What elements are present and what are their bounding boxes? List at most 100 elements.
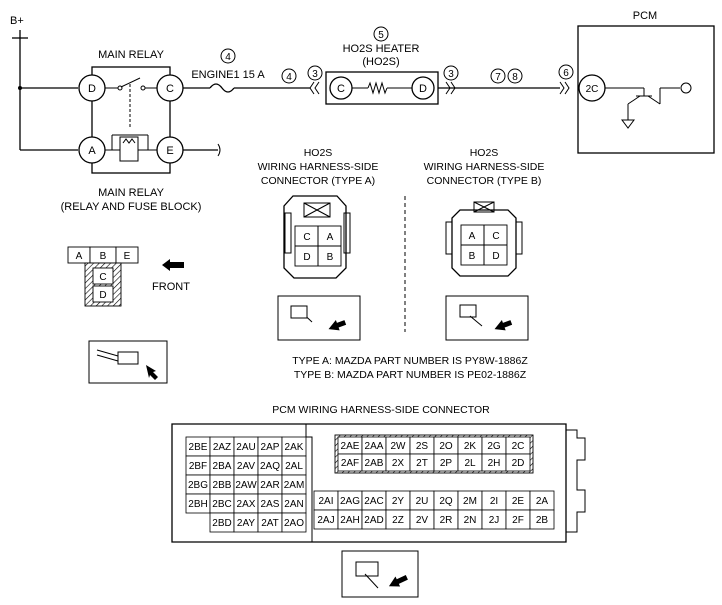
pcm-terminal-2c: 2C xyxy=(586,84,599,95)
main-relay-caption: MAIN RELAY xyxy=(98,187,164,199)
pcm-pin-label: 2BH xyxy=(188,499,207,510)
pcm-pin-label: 2Q xyxy=(439,496,453,507)
heater-callout-left: 3 xyxy=(312,69,318,80)
heater-callout: 5 xyxy=(378,30,384,41)
relay-plug-icon xyxy=(88,340,168,384)
type-b-line3: CONNECTOR (TYPE B) xyxy=(427,175,542,187)
type-a-line3: CONNECTOR (TYPE A) xyxy=(261,175,375,187)
pcm-pin-label: 2BB xyxy=(213,480,232,491)
pcm-pin-label: 2K xyxy=(464,441,477,452)
main-relay: MAIN RELAY D C A E xyxy=(78,49,184,174)
pcm-pin-label: 2AU xyxy=(236,442,255,453)
pcm-pin-label: 2X xyxy=(392,458,405,469)
pcm-pin-label: 2C xyxy=(512,441,525,452)
relay-terminal-a-label: A xyxy=(88,145,96,157)
pcm-pin-label: 2W xyxy=(391,441,407,452)
relay-pin-a: A xyxy=(76,251,83,262)
pcm-pin-label: 2AA xyxy=(365,441,384,452)
heater-subtitle: (HO2S) xyxy=(362,56,399,68)
wire-callout-7: 7 xyxy=(495,72,501,83)
pcm-pin-label: 2AL xyxy=(285,461,303,472)
pcm-pin-label: 2AT xyxy=(261,518,279,529)
heater-terminal-d: D xyxy=(419,83,427,95)
pcm-pin-label: 2BC xyxy=(212,499,231,510)
relay-terminal-c-label: C xyxy=(166,83,174,95)
pcm-pin-label: 2AI xyxy=(318,496,333,507)
pcm-pin-label: 2AM xyxy=(284,480,305,491)
pcm-pin-label: 2D xyxy=(512,458,525,469)
relay-pin-e: E xyxy=(124,251,131,262)
pcm-pin-label: 2O xyxy=(439,441,453,452)
battery-supply: B+ xyxy=(10,15,78,151)
pcm-pin-label: 2AV xyxy=(237,461,255,472)
pcm-pin-cell xyxy=(281,512,307,533)
type-a-pin-a: A xyxy=(327,232,334,243)
pcm-pin-label: 2AG xyxy=(340,496,360,507)
type-a-pin-d: D xyxy=(303,252,310,263)
pcm-pin-label: 2BD xyxy=(212,518,231,529)
pcm-pin-label: 2A xyxy=(536,496,549,507)
pcm-pin-label: 2L xyxy=(464,458,476,469)
type-a-pin-c: C xyxy=(303,232,310,243)
type-b-pin-c: C xyxy=(492,231,499,242)
pcm-label: PCM xyxy=(633,10,657,22)
heater-terminal-c: C xyxy=(337,83,345,95)
pcm-pin-label: 2BA xyxy=(213,461,232,472)
pcm-pin-label: 2T xyxy=(416,458,428,469)
pcm-pin-label: 2AS xyxy=(261,499,280,510)
pcm-pin-label: 2S xyxy=(416,441,429,452)
pcm-pin-label: 2AH xyxy=(340,515,359,526)
fuse-callout: 4 xyxy=(225,52,231,63)
fuse-label: ENGINE1 15 A xyxy=(191,69,265,81)
pcm-pin-label: 2V xyxy=(416,515,429,526)
relay-pin-b: B xyxy=(100,251,107,262)
wire-callout-8: 8 xyxy=(512,72,518,83)
pcm-pin-label: 2I xyxy=(490,496,498,507)
pcm-pin-label: 2AQ xyxy=(260,461,280,472)
pcm-pin-label: 2BF xyxy=(189,461,207,472)
pcm-pin-label: 2F xyxy=(512,515,524,526)
pcm-pin-label: 2AK xyxy=(285,442,304,453)
pcm-pin-label: 2R xyxy=(440,515,453,526)
pcm-pin-label: 2M xyxy=(463,496,477,507)
pcm-pin-label: 2AC xyxy=(364,496,383,507)
part-number-type-b: TYPE B: MAZDA PART NUMBER IS PE02-1886Z xyxy=(294,369,527,381)
pcm-pin-label: 2E xyxy=(512,496,525,507)
pcm-pin-label: 2AR xyxy=(260,480,279,491)
front-arrow-icon xyxy=(162,259,184,271)
pcm-pin-label: 2AB xyxy=(365,458,384,469)
supply-label: B+ xyxy=(10,15,24,27)
pcm-pin-label: 2H xyxy=(488,458,501,469)
pcm-pin-cell xyxy=(529,509,555,530)
wire-callout-4: 4 xyxy=(286,72,292,83)
pcm-pin-label: 2AF xyxy=(341,458,359,469)
pcm-pin-cell xyxy=(505,453,531,472)
pcm-pin-label: 2N xyxy=(464,515,477,526)
pcm-pin-label: 2AE xyxy=(341,441,360,452)
type-a-pin-b: B xyxy=(327,252,334,263)
relay-terminal-d-label: D xyxy=(88,83,96,95)
pcm-pin-label: 2BG xyxy=(188,480,208,491)
type-a-line2: WIRING HARNESS-SIDE xyxy=(258,161,379,173)
pcm-pin-label: 2AY xyxy=(237,518,255,529)
type-b-pin-b: B xyxy=(469,251,476,262)
main-relay-caption-2: (RELAY AND FUSE BLOCK) xyxy=(61,201,202,213)
pcm-pin-label: 2BE xyxy=(189,442,208,453)
pcm-pin-label: 2Z xyxy=(392,515,404,526)
pcm-module: PCM 6 2C xyxy=(558,10,715,154)
pcm-plug-icon xyxy=(341,550,419,598)
pcm-pin-label: 2AZ xyxy=(213,442,231,453)
pcm-pin-label: 2U xyxy=(416,496,429,507)
heater-callout-right: 3 xyxy=(448,69,454,80)
pcm-callout: 6 xyxy=(563,68,569,79)
front-label: FRONT xyxy=(152,281,190,293)
main-relay-title: MAIN RELAY xyxy=(98,49,164,61)
fuse-engine1: 4 ENGINE1 15 A 4 xyxy=(183,48,310,93)
ho2s-heater: 5 HO2S HEATER (HO2S) 3 3 C D xyxy=(307,26,560,105)
relay-connector-face: A B E C D FRONT xyxy=(67,246,190,307)
relay-pin-c: C xyxy=(99,272,106,283)
pcm-pin-label: 2AP xyxy=(261,442,280,453)
pcm-pin-label: 2AD xyxy=(364,515,383,526)
ho2s-connector-type-b: HO2S WIRING HARNESS-SIDE CONNECTOR (TYPE… xyxy=(424,147,544,341)
